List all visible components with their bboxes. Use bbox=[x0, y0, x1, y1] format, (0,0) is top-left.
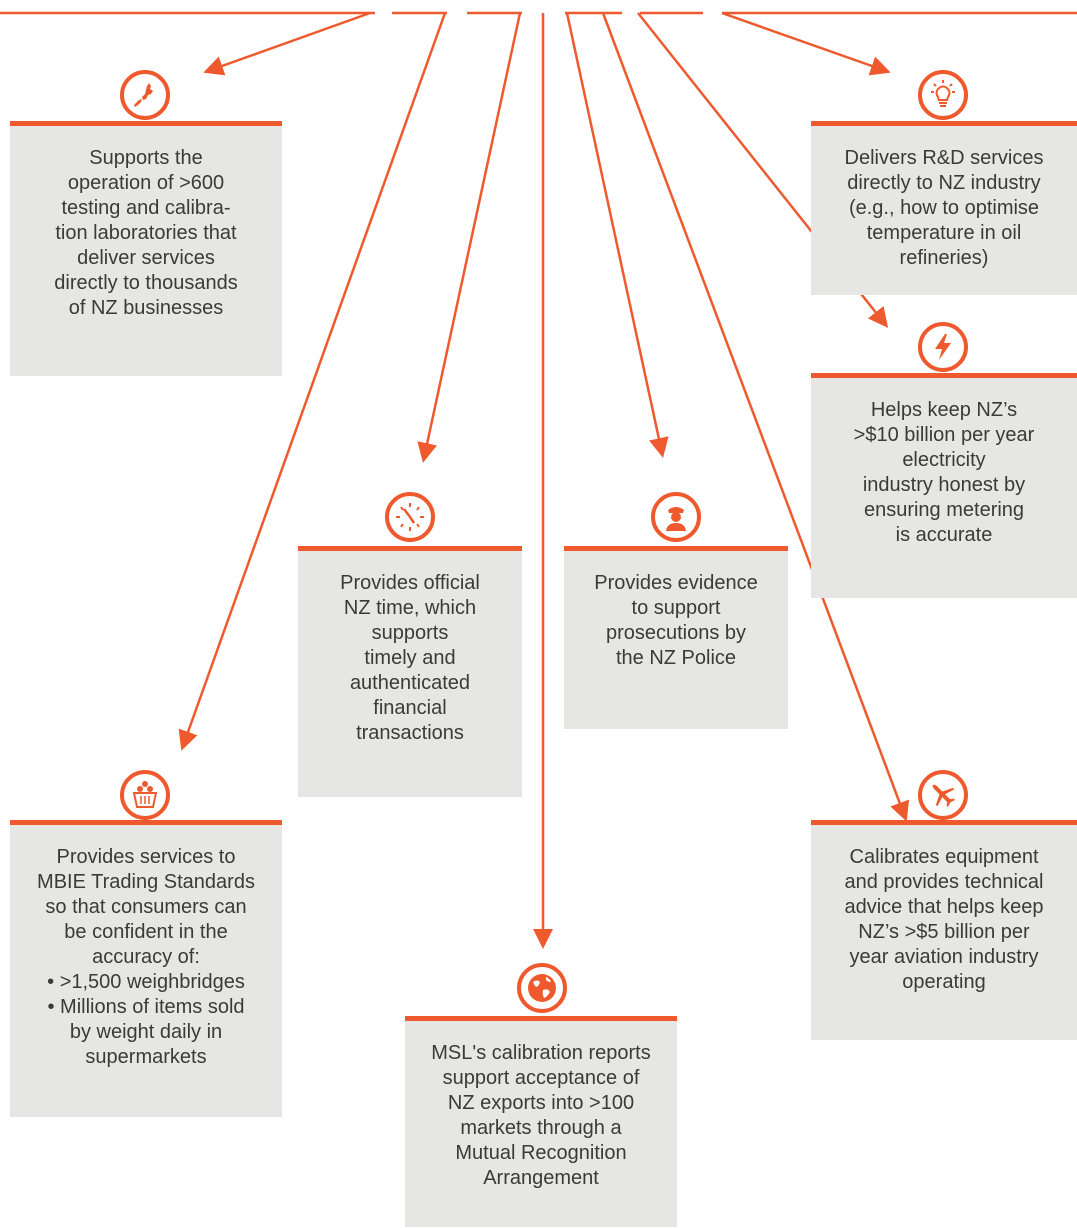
card-rnd: Delivers R&D services directly to NZ ind… bbox=[811, 121, 1077, 295]
card-police: Provides evidence to support prosecution… bbox=[564, 546, 788, 729]
arrow-to-trading-standards bbox=[178, 12, 447, 751]
shopping-basket-icon bbox=[120, 770, 170, 820]
card-electricity: Helps keep NZ’s >$10 billion per year el… bbox=[811, 373, 1077, 598]
card-time: Provides official NZ time, which support… bbox=[298, 546, 522, 797]
card-police-text: Provides evidence to support prosecution… bbox=[594, 572, 758, 669]
lightning-bolt-icon bbox=[918, 322, 968, 372]
arrow-to-rnd bbox=[721, 11, 891, 76]
arrow-to-police bbox=[565, 12, 669, 458]
card-aviation: Calibrates equipment and provides techni… bbox=[811, 820, 1077, 1040]
nz-map-icon bbox=[120, 70, 170, 120]
globe-icon bbox=[517, 963, 567, 1013]
card-laboratories-text: Supports the operation of >600 testing a… bbox=[54, 147, 238, 319]
card-laboratories: Supports the operation of >600 testing a… bbox=[10, 121, 282, 376]
card-trading-standards: Provides services to MBIE Trading Standa… bbox=[10, 820, 282, 1117]
card-exports: MSL's calibration reports support accept… bbox=[405, 1016, 677, 1227]
card-aviation-text: Calibrates equipment and provides techni… bbox=[844, 846, 1044, 993]
lightbulb-icon bbox=[918, 70, 968, 120]
arrow-to-aviation bbox=[601, 12, 910, 822]
card-time-text: Provides official NZ time, which support… bbox=[340, 572, 480, 744]
arrow-to-laboratories bbox=[203, 11, 371, 76]
card-exports-text: MSL's calibration reports support accept… bbox=[431, 1042, 651, 1189]
arrow-to-time bbox=[417, 12, 522, 463]
clock-icon bbox=[385, 492, 435, 542]
card-rnd-text: Delivers R&D services directly to NZ ind… bbox=[844, 147, 1044, 269]
card-electricity-text: Helps keep NZ’s >$10 billion per year el… bbox=[853, 399, 1035, 546]
airplane-icon bbox=[918, 770, 968, 820]
card-trading-standards-text: Provides services to MBIE Trading Standa… bbox=[37, 846, 255, 1068]
police-officer-icon bbox=[651, 492, 701, 542]
